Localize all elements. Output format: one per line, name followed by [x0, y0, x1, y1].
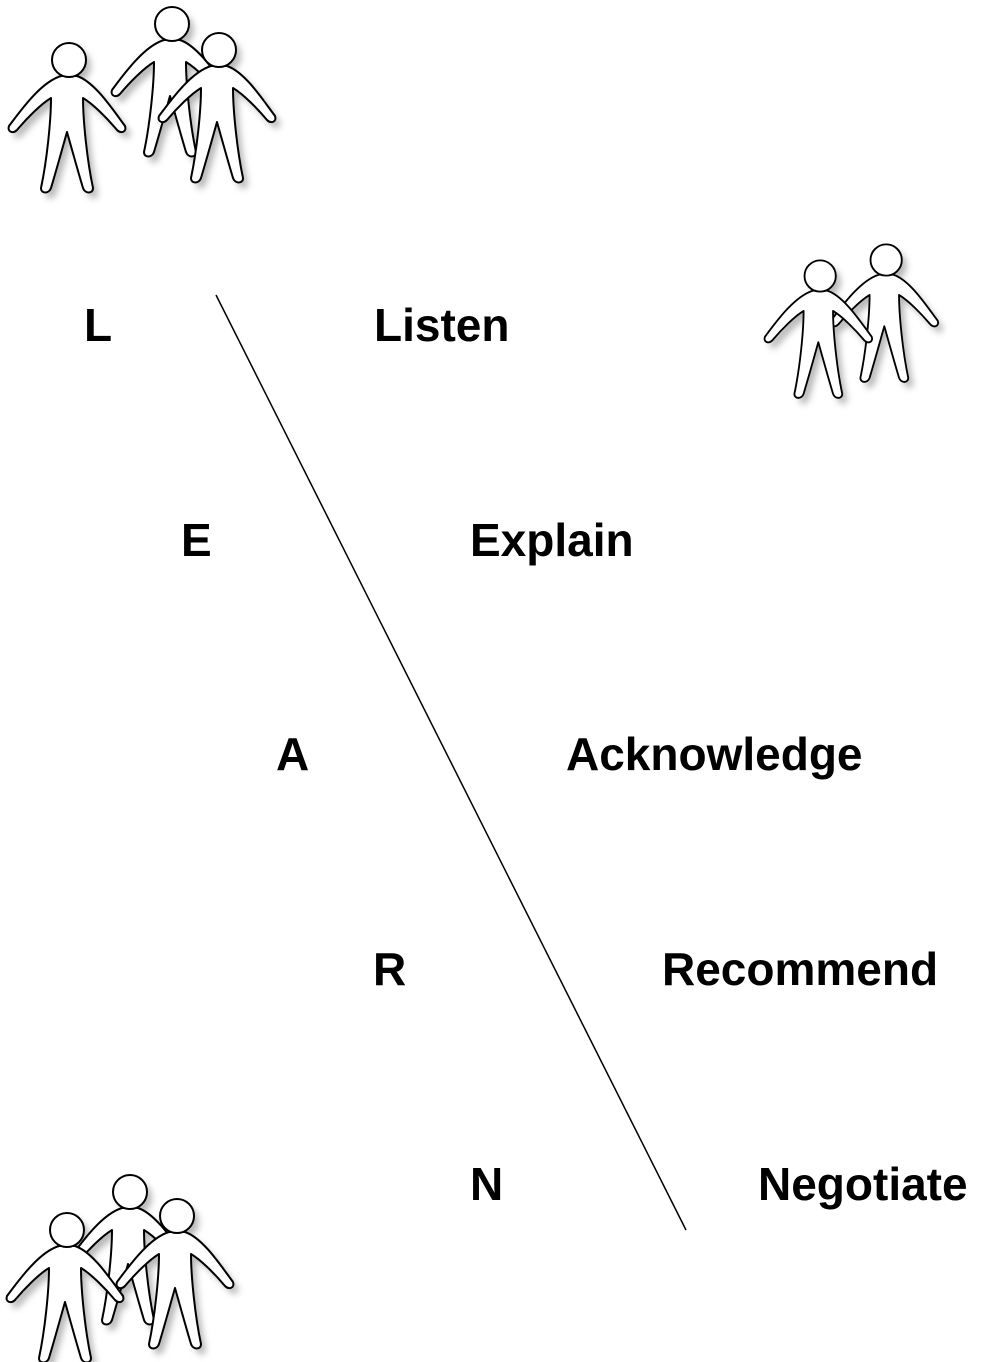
people-group-icon	[7, 6, 281, 199]
people-group-icon	[5, 1174, 239, 1362]
letter-l: L	[84, 299, 113, 351]
word-listen: Listen	[374, 299, 510, 351]
word-explain: Explain	[470, 514, 634, 566]
letter-a: A	[276, 728, 310, 780]
people-pair-icon	[763, 243, 944, 404]
letter-r: R	[373, 943, 407, 995]
letter-n: N	[470, 1158, 504, 1210]
letter-e: E	[181, 514, 212, 566]
word-acknowledge: Acknowledge	[566, 728, 863, 780]
word-negotiate: Negotiate	[758, 1158, 968, 1210]
word-recommend: Recommend	[662, 943, 939, 995]
divider-line	[215, 294, 687, 1231]
